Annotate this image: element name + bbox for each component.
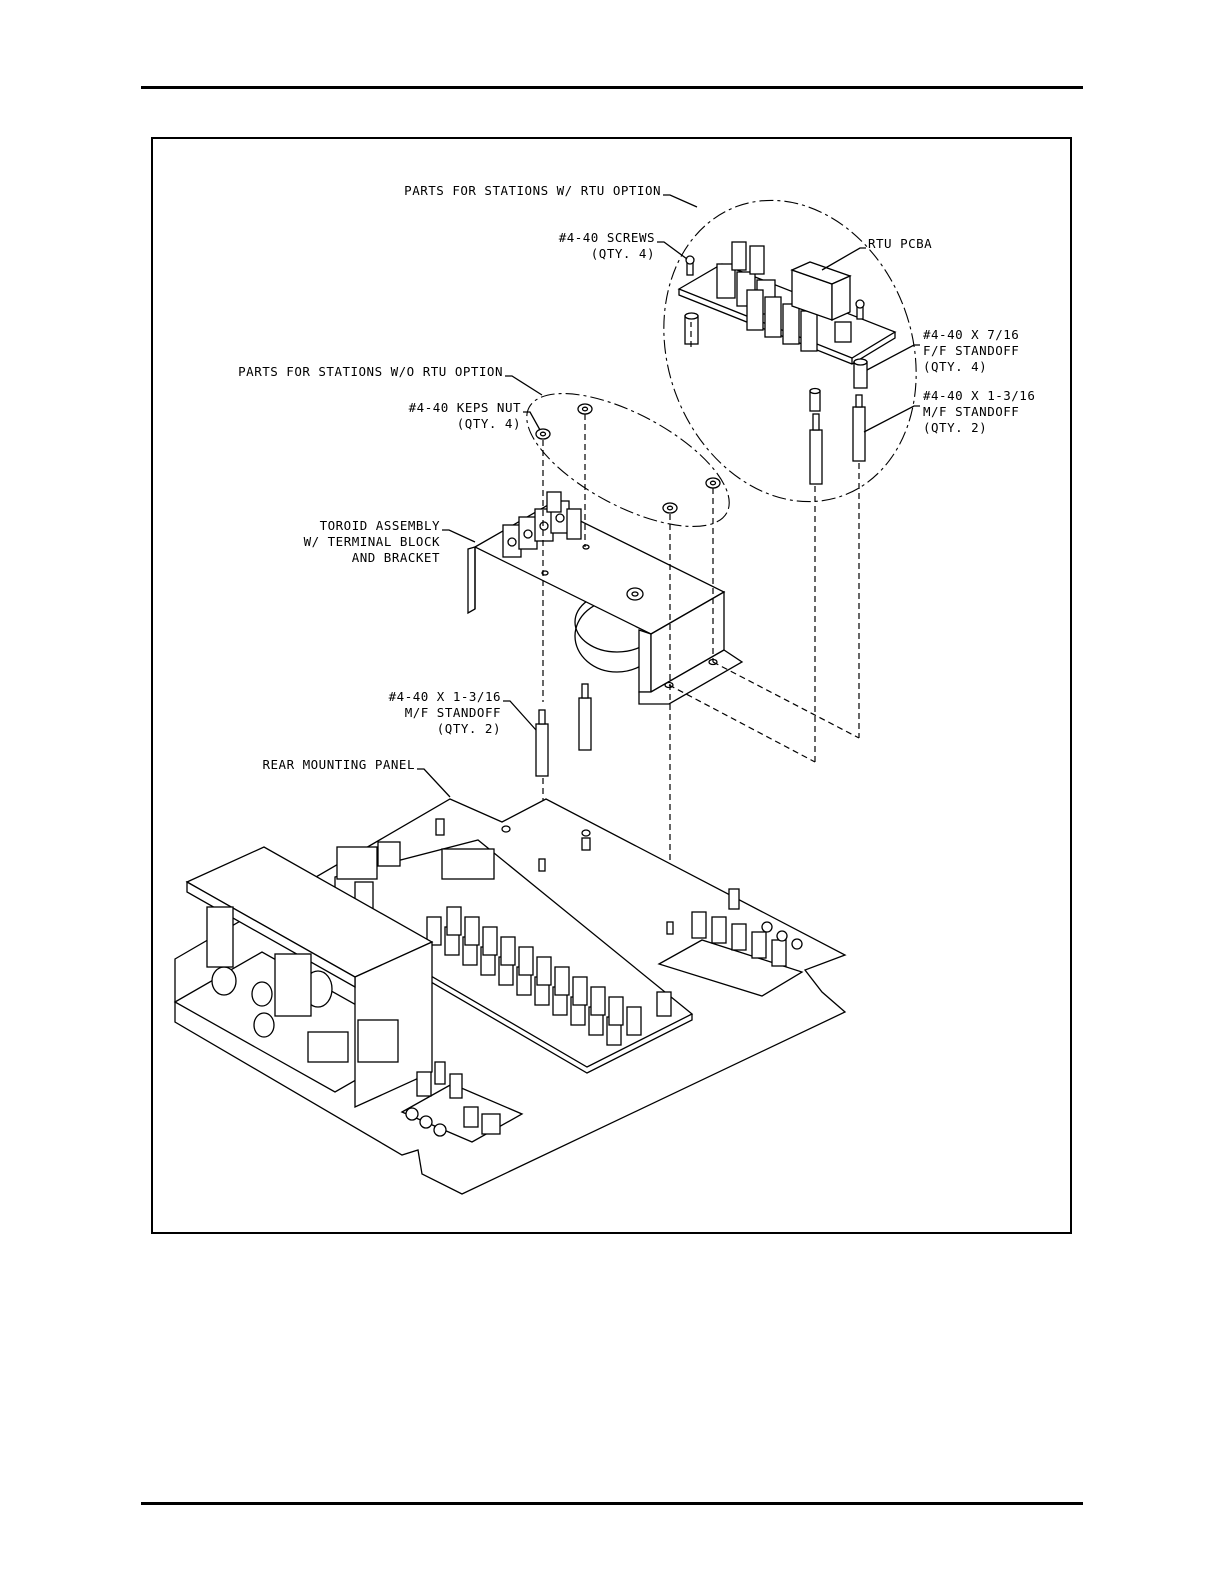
rear-mounting-panel	[175, 799, 845, 1194]
label-mf-standoff-left-line3: (QTY. 2)	[437, 721, 501, 736]
label-mf-standoff-right-line3: (QTY. 2)	[923, 420, 987, 435]
mf-standoff-left-b	[579, 684, 591, 750]
bottom-rule	[141, 1502, 1083, 1505]
label-rear-panel: REAR MOUNTING PANEL	[263, 757, 416, 772]
exploded-assembly-drawing: PARTS FOR STATIONS W/ RTU OPTION #4-40 S…	[153, 139, 1070, 1232]
top-rule	[141, 86, 1083, 89]
mf-standoff-right-b	[853, 395, 865, 461]
label-toroid-line2: W/ TERMINAL BLOCK	[304, 534, 440, 549]
label-keps-nut-line2: (QTY. 4)	[457, 416, 521, 431]
label-screws-qty-line1: #4-40 SCREWS	[559, 230, 655, 245]
rtu-pcba-board	[679, 242, 895, 364]
rtu-group-outline	[623, 165, 958, 538]
figure-frame: PARTS FOR STATIONS W/ RTU OPTION #4-40 S…	[151, 137, 1072, 1234]
ff-standoff-right	[854, 359, 867, 388]
label-mf-standoff-right-line1: #4-40 X 1-3/16	[923, 388, 1035, 403]
callout-labels: PARTS FOR STATIONS W/ RTU OPTION #4-40 S…	[238, 183, 1035, 772]
label-no-rtu-parts: PARTS FOR STATIONS W/O RTU OPTION	[238, 364, 503, 379]
ff-standoff-middle	[810, 389, 820, 412]
label-mf-standoff-left-line2: M/F STANDOFF	[405, 705, 501, 720]
mf-standoff-left-a	[536, 710, 548, 776]
toroid-assembly	[468, 492, 742, 704]
label-ff-standoff-line1: #4-40 X 7/16	[923, 327, 1019, 342]
label-screws-qty-line2: (QTY. 4)	[591, 246, 655, 261]
label-toroid-line1: TOROID ASSEMBLY	[320, 518, 440, 533]
label-rtu-pcba: RTU PCBA	[868, 236, 932, 251]
label-keps-nut-line1: #4-40 KEPS NUT	[409, 400, 521, 415]
label-mf-standoff-left-line1: #4-40 X 1-3/16	[389, 689, 501, 704]
label-toroid-line3: AND BRACKET	[352, 550, 440, 565]
mf-standoff-right-a	[810, 414, 822, 484]
keps-nuts	[536, 404, 720, 513]
label-mf-standoff-right-line2: M/F STANDOFF	[923, 404, 1019, 419]
label-rtu-parts: PARTS FOR STATIONS W/ RTU OPTION	[404, 183, 661, 198]
label-ff-standoff-line3: (QTY. 4)	[923, 359, 987, 374]
ff-standoff-left	[685, 313, 698, 344]
label-ff-standoff-line2: F/F STANDOFF	[923, 343, 1019, 358]
